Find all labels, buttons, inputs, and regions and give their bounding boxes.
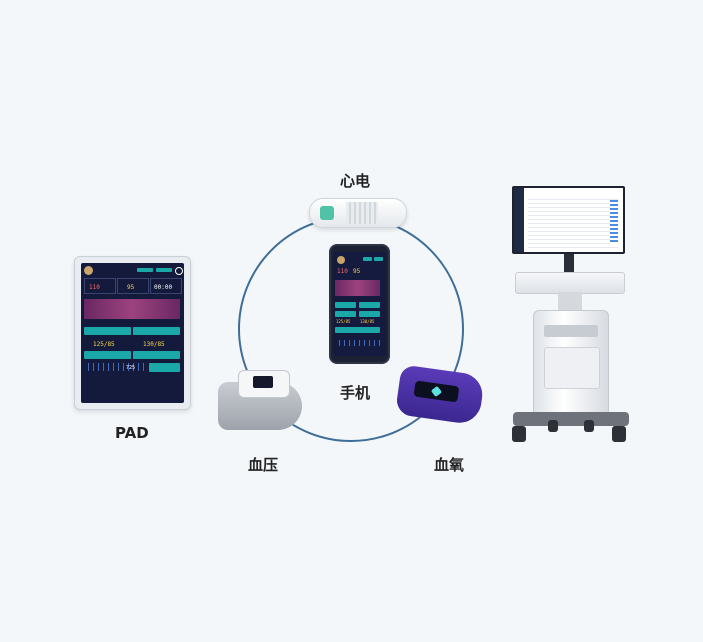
phone-screen: 110 95 125/85 130/85 bbox=[333, 252, 386, 356]
phone-spo2: 95 bbox=[353, 268, 361, 275]
monitor-stand bbox=[564, 254, 574, 274]
phone-hr: 110 bbox=[337, 268, 348, 275]
heart-icon bbox=[430, 385, 443, 398]
cart-wheel bbox=[612, 426, 626, 442]
cart-wheel bbox=[548, 420, 558, 432]
phone-bp1: 125/85 bbox=[336, 319, 351, 324]
tablet-hr: 110 bbox=[89, 284, 100, 291]
ecg-patch-strip bbox=[346, 202, 378, 224]
tablet-steps: 725 bbox=[126, 365, 136, 371]
cart-cabinet bbox=[533, 310, 609, 416]
bp-label: 血压 bbox=[248, 456, 279, 474]
ecg-logo-icon bbox=[320, 206, 334, 220]
cart-wheel bbox=[584, 420, 594, 432]
cart-monitor-screen bbox=[514, 188, 623, 252]
tablet-bp1: 125/85 bbox=[93, 341, 115, 348]
avatar-icon bbox=[337, 256, 345, 264]
phone-label: 手机 bbox=[340, 384, 371, 402]
tablet-screen: 110 95 00:00 125/85 130/85 725 bbox=[81, 263, 184, 403]
phone-device: 110 95 125/85 130/85 bbox=[329, 244, 390, 364]
spo2-label: 血氧 bbox=[434, 456, 465, 474]
bp-monitor-unit bbox=[238, 370, 290, 398]
tablet-spo2: 95 bbox=[127, 284, 135, 291]
oximeter-display bbox=[413, 380, 460, 403]
cart-base bbox=[513, 412, 629, 426]
tablet-bp2: 130/85 bbox=[143, 341, 165, 348]
pad-label: PAD bbox=[115, 424, 149, 442]
tablet-device: 110 95 00:00 125/85 130/85 725 bbox=[74, 256, 191, 410]
phone-bp2: 130/85 bbox=[360, 319, 375, 324]
tablet-time: 00:00 bbox=[154, 284, 173, 291]
settings-gear-icon bbox=[175, 267, 183, 275]
ecg-patch-device bbox=[309, 198, 407, 228]
bp-display bbox=[253, 376, 273, 388]
cart-tray bbox=[515, 272, 625, 294]
avatar-icon bbox=[84, 266, 93, 275]
cart-wheel bbox=[512, 426, 526, 442]
cart-monitor bbox=[512, 186, 625, 254]
ecg-label: 心电 bbox=[340, 172, 371, 190]
cart-column bbox=[558, 292, 582, 310]
